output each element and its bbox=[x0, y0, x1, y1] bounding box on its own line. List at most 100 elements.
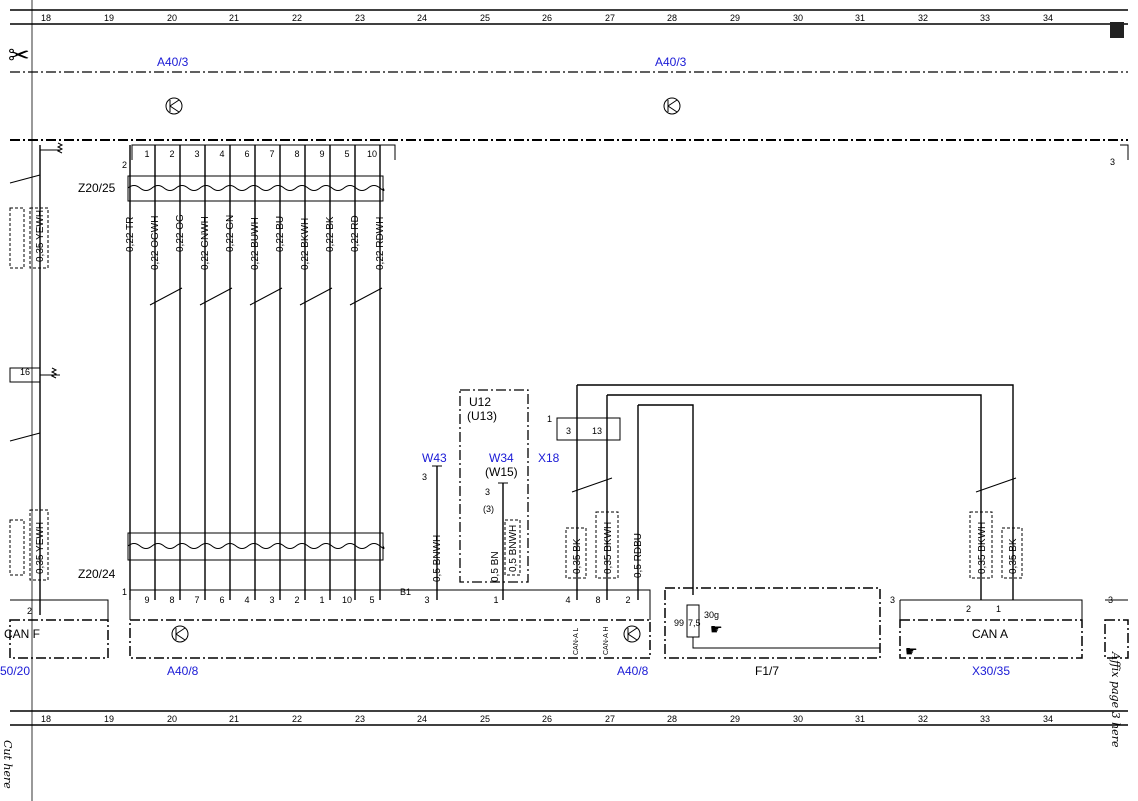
wire-label: 0,22 TR bbox=[125, 217, 136, 252]
pin-number: 3 bbox=[566, 426, 571, 436]
wire-label-left-bottom: 0,35 YEWH bbox=[35, 522, 46, 574]
label-z20-25: Z20/25 bbox=[78, 181, 116, 195]
label-u12: U12 bbox=[469, 395, 491, 409]
bottom-pin: 1 bbox=[319, 595, 324, 605]
corner-marker-icon bbox=[1110, 22, 1124, 38]
grid-number: 32 bbox=[918, 714, 928, 724]
wire-label: 0,22 GNWH bbox=[200, 216, 211, 270]
bottom-pin: 5 bbox=[369, 595, 374, 605]
grid-number: 28 bbox=[667, 714, 677, 724]
grid-number: 33 bbox=[980, 13, 990, 23]
grid-number: 26 bbox=[542, 714, 552, 724]
label-x30-35: X30/35 bbox=[972, 664, 1010, 678]
bottom-pin: 2 bbox=[625, 595, 630, 605]
label-w34: W34 bbox=[489, 451, 514, 465]
top-pin: 8 bbox=[294, 149, 299, 159]
label-w15: (W15) bbox=[485, 465, 518, 479]
grid-number: 34 bbox=[1043, 714, 1053, 724]
wire-label-w43: 0,5 BNWH bbox=[432, 535, 443, 582]
grid-number: 21 bbox=[229, 13, 239, 23]
grid-number: 34 bbox=[1043, 13, 1053, 23]
wire-label: 0,22 OG bbox=[175, 214, 186, 252]
pin-number: 3 bbox=[1108, 595, 1113, 605]
grid-number: 19 bbox=[104, 714, 114, 724]
bottom-pin: 1 bbox=[493, 595, 498, 605]
hand-pointer-icon: ☛ bbox=[710, 621, 723, 637]
bottom-pin: 3 bbox=[269, 595, 274, 605]
wire-label: 0,22 BU bbox=[275, 216, 286, 252]
cut-here-text: Cut here bbox=[1, 740, 14, 789]
grid-number: 24 bbox=[417, 714, 427, 724]
bottom-pin: 4 bbox=[244, 595, 249, 605]
pin-number: 16 bbox=[20, 367, 30, 377]
wire-label-w34-a: 0,5 BN bbox=[490, 551, 501, 582]
grid-number: 19 bbox=[104, 13, 114, 23]
bottom-pin: 10 bbox=[342, 595, 352, 605]
grid-number: 21 bbox=[229, 714, 239, 724]
grid-number: 22 bbox=[292, 13, 302, 23]
grid-number: 18 bbox=[41, 714, 51, 724]
label-a40-8-left: A40/8 bbox=[167, 664, 199, 678]
top-pin: 3 bbox=[194, 149, 199, 159]
grid-number: 28 bbox=[667, 13, 677, 23]
top-pin: 7 bbox=[269, 149, 274, 159]
grid-number: 22 bbox=[292, 714, 302, 724]
pin-number: 3 bbox=[890, 595, 895, 605]
bottom-pin: 2 bbox=[294, 595, 299, 605]
top-pin: 10 bbox=[367, 149, 377, 159]
grid-number: 30 bbox=[793, 714, 803, 724]
top-pin: 2 bbox=[169, 149, 174, 159]
label-x18: X18 bbox=[538, 451, 560, 465]
label-left-cut: 50/20 bbox=[0, 664, 30, 678]
label-can-f: CAN F bbox=[4, 627, 40, 641]
grid-number: 27 bbox=[605, 13, 615, 23]
top-pin: 6 bbox=[244, 149, 249, 159]
grid-number: 26 bbox=[542, 13, 552, 23]
grid-number: 23 bbox=[355, 714, 365, 724]
pin-number: 3 bbox=[422, 472, 427, 482]
bottom-pin: 8 bbox=[595, 595, 600, 605]
label-w43: W43 bbox=[422, 451, 447, 465]
wire-label-x18-a: 0,35 BK bbox=[572, 538, 583, 574]
grid-number: 20 bbox=[167, 13, 177, 23]
bottom-pin: 4 bbox=[565, 595, 570, 605]
bottom-pin: 6 bbox=[219, 595, 224, 605]
wire-label-x18-b: 0,35 BKWH bbox=[603, 522, 614, 574]
wire-label: 0,22 RDWH bbox=[375, 217, 386, 270]
pin-number: 99 bbox=[674, 618, 684, 628]
top-pin: 4 bbox=[219, 149, 224, 159]
label-can-a: CAN A bbox=[972, 627, 1008, 641]
scissors-icon: ✂ bbox=[8, 40, 30, 70]
wire-label: 0,22 RD bbox=[350, 215, 361, 252]
pin-number: 30g bbox=[704, 610, 719, 620]
grid-number: 20 bbox=[167, 714, 177, 724]
can-low-label: CAN-A L bbox=[573, 628, 580, 655]
grid-number: 33 bbox=[980, 714, 990, 724]
bottom-pin: 9 bbox=[144, 595, 149, 605]
hand-pointer-icon: ☛ bbox=[905, 643, 918, 659]
label-u13: (U13) bbox=[467, 409, 497, 423]
wire-label-left-top: 0,35 YEWH bbox=[35, 210, 46, 262]
pin-number: 1 bbox=[996, 604, 1001, 614]
wire-label: 0,22 GN bbox=[225, 215, 236, 252]
grid-number: 18 bbox=[41, 13, 51, 23]
can-high-label: CAN-A H bbox=[603, 627, 610, 655]
pin-number: 13 bbox=[592, 426, 602, 436]
pin-number: B1 bbox=[400, 587, 411, 597]
wire-label: 0,22 BUWH bbox=[250, 217, 261, 270]
label-a40-3-left: A40/3 bbox=[157, 55, 189, 69]
pin-number: 3 bbox=[1110, 157, 1115, 167]
pin-number: (3) bbox=[483, 504, 494, 514]
grid-number: 23 bbox=[355, 13, 365, 23]
grid-number: 29 bbox=[730, 13, 740, 23]
wire-label-x30-a: 0,35 BKWH bbox=[977, 522, 988, 574]
pin-number: 7,5 bbox=[688, 618, 701, 628]
wire-label-w34-b: 0,5 BNWH bbox=[508, 525, 519, 572]
grid-number: 25 bbox=[480, 13, 490, 23]
pin-number: 1 bbox=[547, 414, 552, 424]
wire-label: 0,22 BK bbox=[325, 216, 336, 252]
label-a40-3-right: A40/3 bbox=[655, 55, 687, 69]
grid-number: 30 bbox=[793, 13, 803, 23]
label-a40-8-right: A40/8 bbox=[617, 664, 649, 678]
